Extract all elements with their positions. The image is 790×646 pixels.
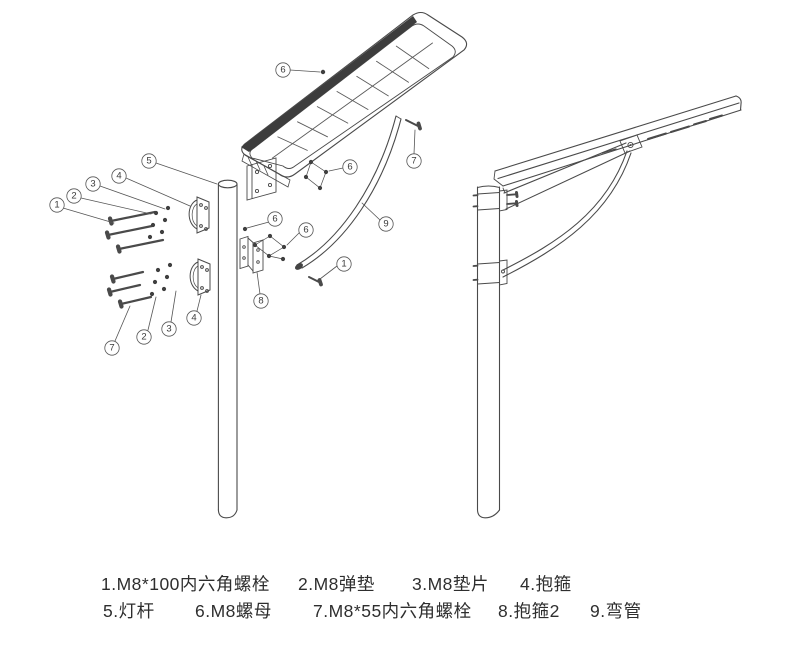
legend-item-8: 8.抱箍2 [498, 601, 560, 621]
svg-text:3: 3 [90, 179, 95, 190]
panel-side-face [241, 153, 291, 188]
callout-3: 3 [85, 176, 166, 210]
light-pole-left [217, 179, 238, 519]
legend-item-4: 4.抱箍 [520, 574, 572, 594]
svg-text:4: 4 [116, 171, 121, 182]
callout-6-bracket-b: 6 [286, 222, 314, 246]
bolt-group-lower [106, 270, 153, 309]
svg-text:7: 7 [411, 156, 416, 167]
svg-text:5: 5 [146, 156, 151, 167]
svg-text:6: 6 [303, 225, 308, 236]
legend-item-7: 7.M8*55内六角螺栓 [313, 601, 472, 621]
callout-4-lower: 4 [186, 294, 202, 326]
callout-2-lower: 2 [136, 296, 157, 345]
solar-panel [241, 11, 468, 188]
callout-3-lower: 3 [161, 290, 177, 337]
callout-2: 2 [66, 188, 152, 215]
nut-group-panel [303, 159, 329, 191]
bracket-2 [239, 235, 264, 274]
bolt-group-upper [104, 210, 165, 254]
panel-pivot-bracket [619, 134, 643, 154]
bent-pipe-exploded [295, 115, 402, 270]
svg-text:1: 1 [54, 200, 59, 211]
pipe-top-bolt [405, 119, 422, 131]
callout-1: 1 [49, 197, 115, 224]
legend-item-1: 1.M8*100内六角螺栓 [101, 574, 270, 594]
callout-5: 5 [141, 153, 218, 185]
callout-7-top: 7 [406, 129, 422, 169]
washer-group-upper [147, 205, 171, 240]
svg-text:4: 4 [191, 313, 196, 324]
legend-item-9: 9.弯管 [590, 601, 642, 621]
svg-text:2: 2 [71, 191, 76, 202]
light-pole-right [476, 185, 501, 519]
callout-8: 8 [253, 271, 269, 309]
svg-text:1: 1 [341, 259, 346, 270]
svg-text:8: 8 [258, 296, 263, 307]
legend-item-6: 6.M8螺母 [195, 601, 272, 621]
legend-item-3: 3.M8垫片 [412, 574, 489, 594]
svg-text:3: 3 [166, 324, 171, 335]
solar-cell-grid [272, 42, 433, 159]
clamp-lower-assembled [472, 259, 508, 286]
callout-7-lower: 7 [104, 305, 131, 356]
clamp-upper [188, 196, 210, 234]
pipe-bottom-bolt [308, 276, 323, 287]
callouts: 1 2 3 4 5 [49, 62, 422, 356]
svg-text:7: 7 [109, 343, 114, 354]
exploded-view [104, 11, 468, 519]
panel-frame-dark-edge [241, 16, 417, 152]
legend-item-2: 2.M8弹垫 [298, 574, 375, 594]
legend-item-5: 5.灯杆 [103, 601, 155, 621]
svg-text:9: 9 [383, 219, 388, 230]
callout-6-plate: 6 [328, 159, 358, 175]
svg-text:2: 2 [141, 332, 146, 343]
washer-group-lower [149, 262, 173, 297]
svg-text:6: 6 [280, 65, 285, 76]
callout-6-bracket-a: 6 [246, 211, 283, 229]
callout-4: 4 [111, 168, 191, 207]
support-braces [502, 142, 631, 210]
panel-mount-plate [246, 157, 277, 201]
nut-group-bracket [242, 226, 287, 262]
panel-bolt-dot [320, 69, 326, 75]
callout-6-panel: 6 [275, 62, 321, 78]
bent-pipe-assembled [502, 150, 632, 278]
clamp-upper-assembled [472, 189, 519, 212]
svg-text:6: 6 [272, 214, 277, 225]
solar-panel-assembled [493, 95, 742, 187]
clamp-lower [189, 258, 211, 296]
callout-1-pipe: 1 [319, 256, 352, 280]
assembled-view [472, 95, 742, 519]
callout-9: 9 [361, 202, 394, 232]
svg-text:6: 6 [347, 162, 352, 173]
